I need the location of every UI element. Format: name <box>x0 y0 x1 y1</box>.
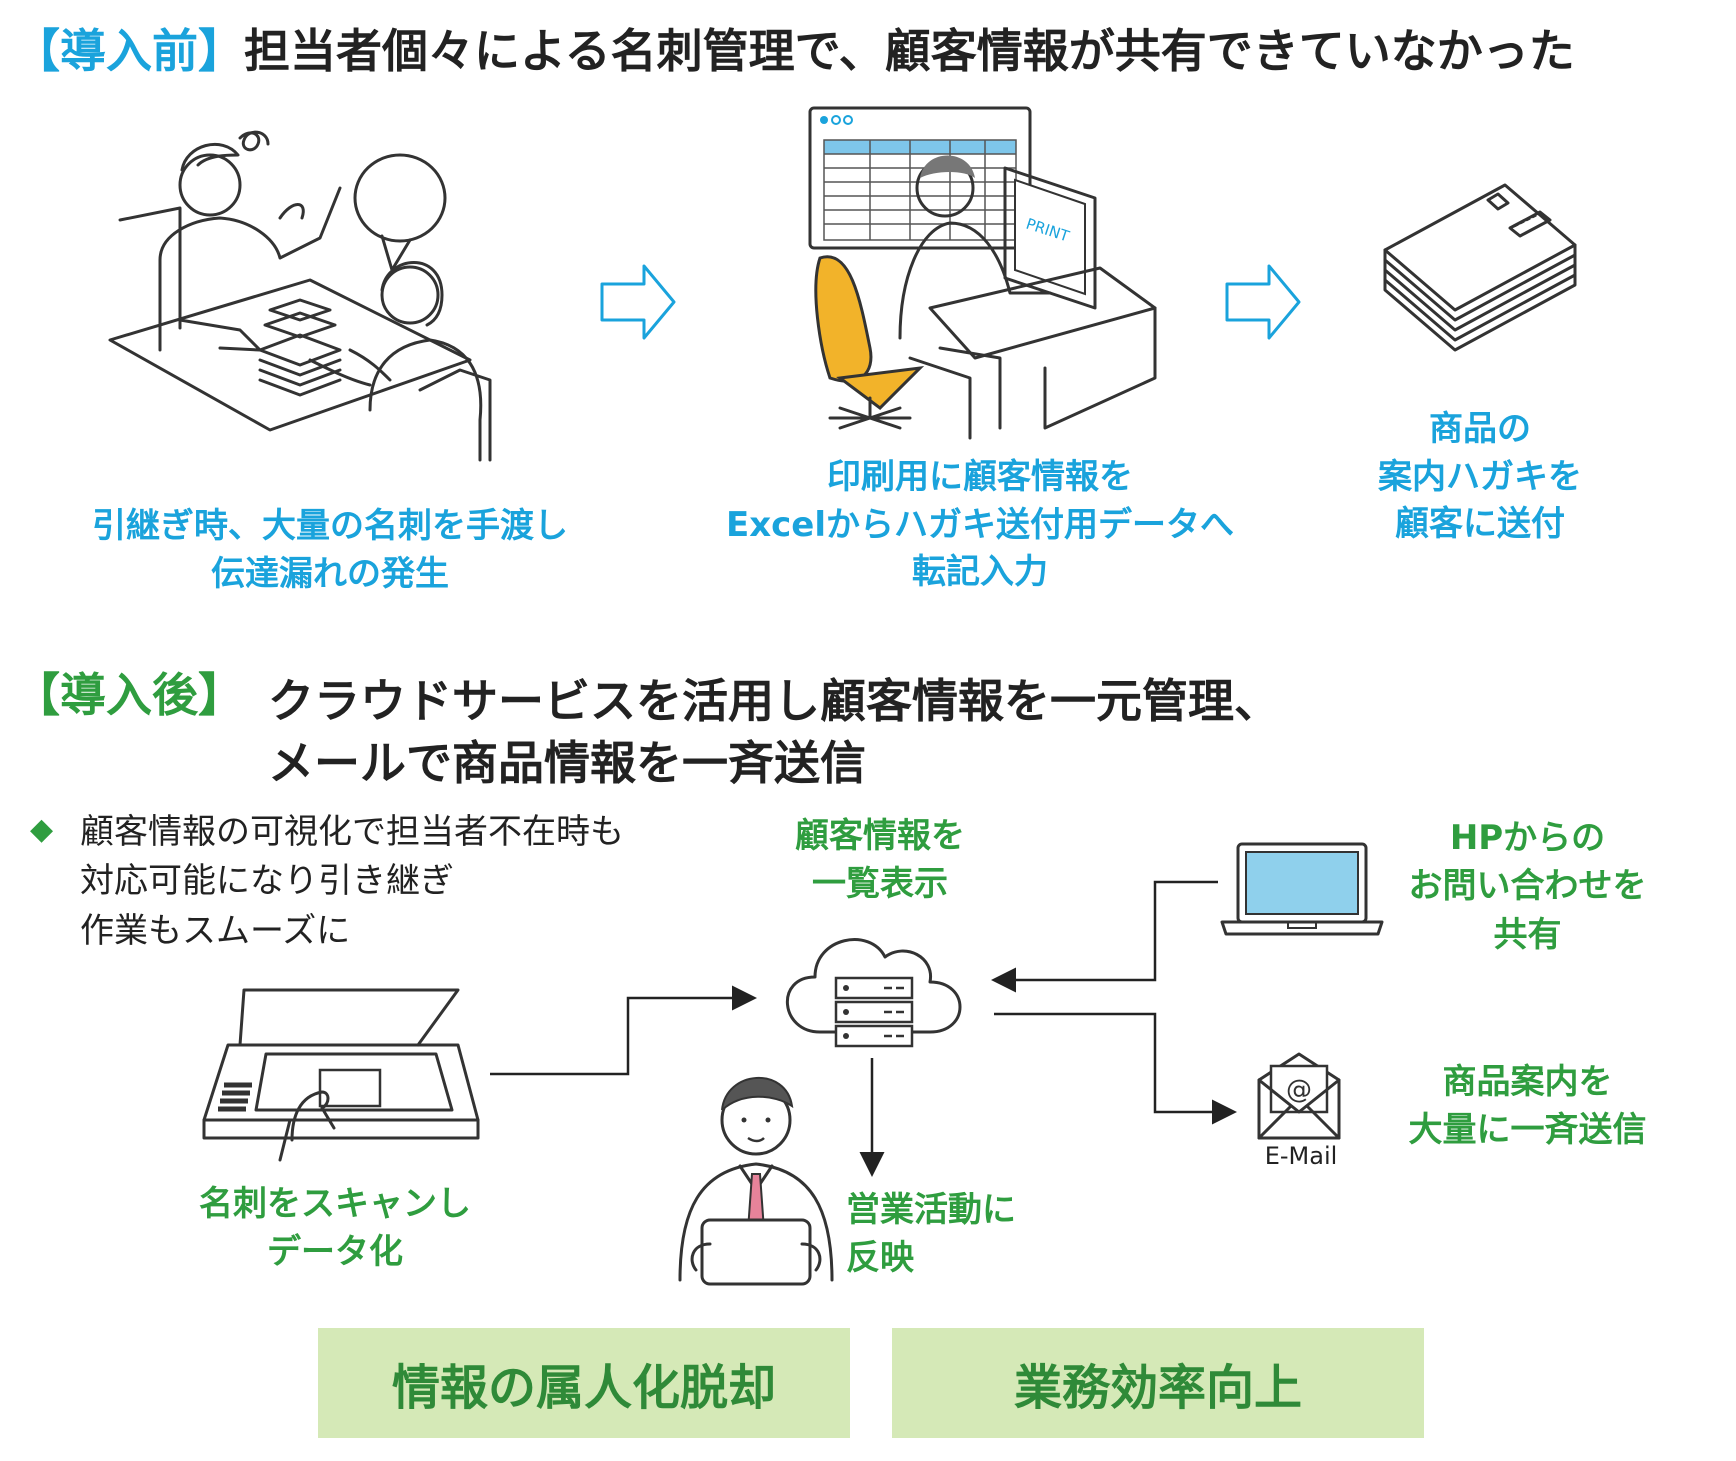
hp-caption: HPからの お問い合わせを 共有 <box>1395 814 1660 959</box>
bullet-text: 顧客情報の可視化で担当者不在時も 対応可能になり引き継ぎ 作業もスムーズに <box>80 808 624 956</box>
caption-line: お問い合わせを <box>1408 866 1647 907</box>
caption-line: 案内ハガキを <box>1378 456 1582 497</box>
bullet-line: 作業もスムーズに <box>80 910 351 951</box>
caption-line: 大量に一斉送信 <box>1408 1110 1647 1151</box>
before-step-caption: 引継ぎ時、大量の名刺を手渡し 伝達漏れの発生 <box>70 503 590 598</box>
caption-line: 共有 <box>1493 914 1562 955</box>
after-title: クラウドサービスを活用し顧客情報を一元管理、 メールで商品情報を一斉送信 <box>268 670 1280 794</box>
after-title-line: メールで商品情報を一斉送信 <box>268 736 866 791</box>
at-sign-icon: @ <box>1286 1075 1312 1105</box>
scan-caption: 名刺をスキャンし データ化 <box>185 1180 485 1277</box>
caption-line: 引継ぎ時、大量の名刺を手渡し <box>92 506 568 546</box>
caption-line: 顧客に送付 <box>1395 504 1565 545</box>
mail-caption: 商品案内を 大量に一斉送信 <box>1385 1058 1670 1155</box>
meeting-illustration <box>108 130 492 462</box>
caption-line: 営業活動に <box>846 1190 1016 1230</box>
result-box-efficiency: 業務効率向上 <box>892 1328 1424 1438</box>
before-step-caption: 印刷用に顧客情報を Excelからハガキ送付用データへ 転記入力 <box>690 454 1270 597</box>
bullet-line: 顧客情報の可視化で担当者不在時も <box>80 812 624 852</box>
before-tag: 【導入前】 <box>14 24 244 78</box>
email-envelope-icon: @ <box>1257 1052 1341 1140</box>
caption-line: HPからの <box>1449 818 1606 858</box>
caption-line: 商品の <box>1429 409 1531 449</box>
cloud-server-icon <box>786 938 962 1048</box>
caption-line: 商品案内を <box>1442 1062 1613 1102</box>
postcard-stack-illustration <box>1383 183 1577 352</box>
before-heading: 【導入前】担当者個々による名刺管理で、顧客情報が共有できていなかった <box>14 26 1575 77</box>
flow-arrow-icon <box>600 264 676 340</box>
after-title-line: クラウドサービスを活用し顧客情報を一元管理、 <box>268 674 1280 728</box>
result-box-personalization: 情報の属人化脱却 <box>318 1328 850 1438</box>
flow-arrow-icon <box>1225 264 1301 340</box>
caption-line: 顧客情報を <box>795 816 965 856</box>
bullet-line: 対応可能になり引き継ぎ <box>80 861 454 902</box>
cloud-caption: 顧客情報を 一覧表示 <box>760 812 1000 909</box>
pc-operator-illustration: PRINT <box>808 106 1157 440</box>
caption-line: 一覧表示 <box>812 864 948 905</box>
sales-caption: 営業活動に 反映 <box>846 1186 1016 1283</box>
salesman-tablet-illustration <box>678 1077 834 1286</box>
caption-line: 転記入力 <box>912 552 1048 593</box>
caption-line: 伝達漏れの発生 <box>211 553 449 594</box>
before-title: 担当者個々による名刺管理で、顧客情報が共有できていなかった <box>244 24 1575 78</box>
before-step-caption: 商品の 案内ハガキを 顧客に送付 <box>1360 406 1600 549</box>
scanner-illustration <box>202 988 480 1162</box>
laptop-icon <box>1220 842 1384 936</box>
email-label: E-Mail <box>1264 1142 1338 1170</box>
caption-line: 名刺をスキャンし <box>199 1184 471 1224</box>
caption-line: データ化 <box>267 1232 403 1273</box>
diamond-bullet-icon: ◆ <box>30 812 54 847</box>
caption-line: 印刷用に顧客情報を <box>827 457 1133 497</box>
caption-line: 反映 <box>846 1238 914 1279</box>
after-tag: 【導入後】 <box>14 668 244 722</box>
caption-line: Excelからハガキ送付用データへ <box>725 504 1235 545</box>
